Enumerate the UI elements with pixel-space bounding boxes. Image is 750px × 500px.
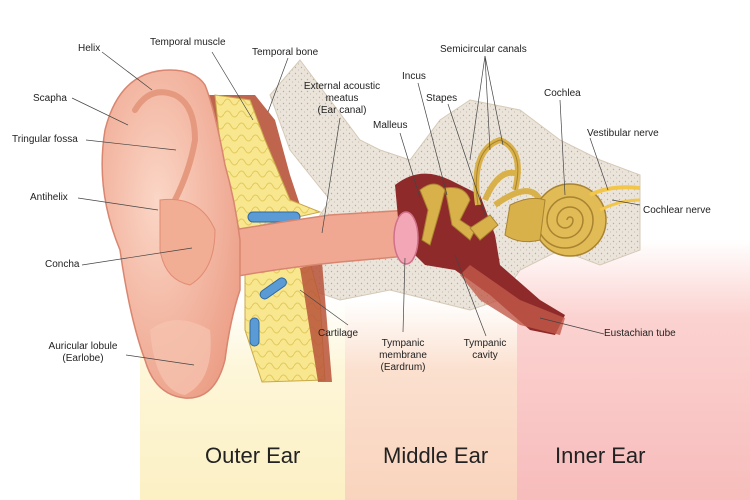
concha-bowl [159, 198, 216, 286]
label-malleus: Malleus [373, 120, 408, 131]
middle-ear-band [345, 300, 517, 500]
cochlear-nerve-structure [599, 198, 641, 212]
label-cochlear-nerve: Cochlear nerve [643, 205, 711, 216]
label-temporal-bone: Temporal bone [252, 47, 319, 58]
earlobe-shape [150, 320, 211, 395]
label-vestibular-nerve: Vestibular nerve [587, 128, 659, 139]
stapes-bone [469, 214, 499, 241]
eustachian-tube-tissue [460, 265, 565, 335]
label-helix: Helix [78, 43, 101, 54]
eardrum-membrane [393, 211, 419, 265]
label-eustachian-tube: Eustachian tube [604, 328, 676, 339]
region-inner-ear: Inner Ear [555, 443, 646, 468]
cochlea-structure [504, 183, 607, 257]
muscle-lower-tissue [300, 262, 332, 382]
vessel-lower-b [249, 317, 260, 347]
label-tringular-fossa: Tringular fossa [12, 134, 78, 145]
label-temporal-muscle: Temporal muscle [150, 37, 226, 48]
vestibular-nerve-structure [589, 185, 641, 197]
leader-lines [71, 51, 641, 366]
malleus-bone [419, 183, 446, 246]
inner-ear-band [517, 240, 750, 500]
label-tympanic-cavity: Tympanic cavity [463, 338, 507, 361]
label-semicircular-canals: Semicircular canals [440, 44, 527, 55]
label-incus: Incus [402, 71, 426, 82]
label-cochlea: Cochlea [544, 88, 581, 99]
region-outer-ear: Outer Ear [205, 443, 301, 468]
label-auricular-lobule: Auricular lobule (Earlobe) [48, 341, 118, 364]
vessel-upper [247, 211, 301, 223]
label-tympanic-membrane: Tympanic membrane (Eardrum) [379, 338, 427, 373]
label-cartilage: Cartilage [318, 328, 359, 339]
label-concha: Concha [45, 259, 80, 270]
label-external-acoustic-meatus: External acoustic meatus (Ear canal) [303, 81, 381, 116]
incus-bone [444, 187, 476, 241]
region-middle-ear: Middle Ear [383, 443, 489, 468]
label-scapha: Scapha [33, 93, 67, 104]
vessel-lower-a [259, 277, 287, 300]
label-antihelix: Antihelix [30, 192, 68, 203]
label-stapes: Stapes [426, 93, 458, 104]
